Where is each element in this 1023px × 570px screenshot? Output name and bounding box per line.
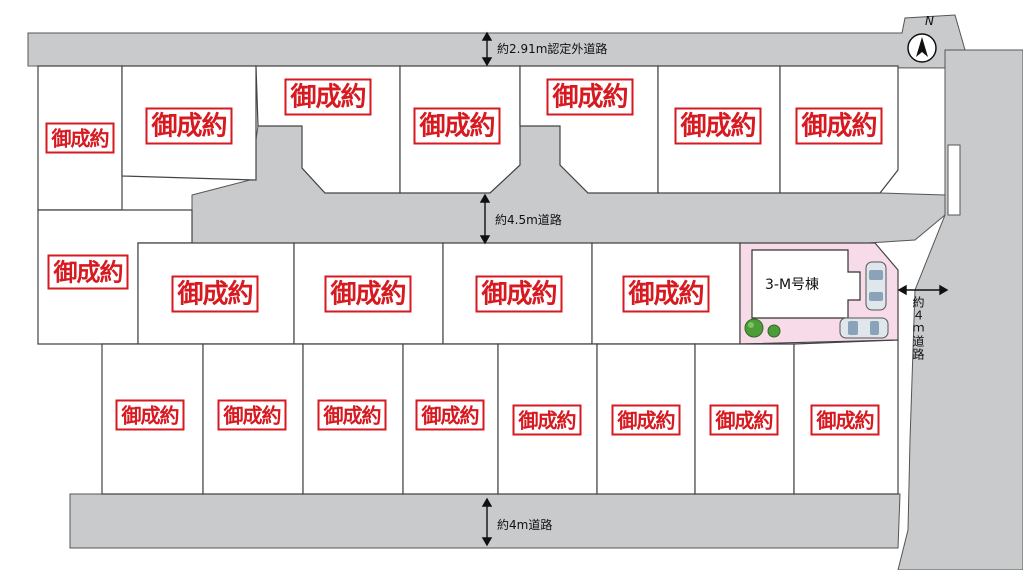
- lot-status-label: 御成約: [145, 107, 233, 145]
- lot-status-label: 御成約: [284, 78, 372, 116]
- lot-status-label: 御成約: [546, 78, 634, 116]
- compass-icon: [907, 33, 937, 63]
- lot-status-label: 御成約: [611, 404, 681, 436]
- car-icon: [865, 261, 887, 311]
- lot-status-label: 御成約: [324, 275, 412, 313]
- lot-status-label: 御成約: [674, 107, 762, 145]
- lot-status-label: 御成約: [810, 404, 880, 436]
- tree-icon: [744, 318, 764, 338]
- north-road-label: 約2.91m認定外道路: [497, 42, 608, 56]
- tree-icon: [767, 324, 781, 338]
- lot-status-label: 御成約: [45, 122, 115, 154]
- lot-status-label: 御成約: [413, 107, 501, 145]
- lot-status-label: 御成約: [795, 107, 883, 145]
- east-road-notch: [947, 144, 961, 216]
- lot-status-label: 御成約: [415, 399, 485, 431]
- car-icon: [839, 317, 889, 339]
- east-road: [897, 49, 1023, 570]
- south-road-label: 約4m道路: [497, 518, 553, 532]
- lot-status-label: 御成約: [475, 275, 563, 313]
- dimension-arrows: [479, 31, 949, 547]
- middle-road-label: 約4.5m道路: [495, 213, 562, 227]
- lot-status-label: 御成約: [709, 404, 779, 436]
- featured-lot-label: 3-M号棟: [765, 277, 820, 293]
- lot-status-label: 御成約: [115, 399, 185, 431]
- lot-status-label: 御成約: [217, 399, 287, 431]
- east-road-label: 約４ｍ道路: [911, 296, 925, 361]
- lot-status-label: 御成約: [47, 254, 129, 290]
- lot-status-label: 御成約: [171, 275, 259, 313]
- lot-status-label: 御成約: [317, 399, 387, 431]
- lot-status-label: 御成約: [622, 275, 710, 313]
- lot-status-label: 御成約: [512, 404, 582, 436]
- compass-north-label: N: [925, 14, 934, 28]
- building-footprint: [751, 249, 861, 319]
